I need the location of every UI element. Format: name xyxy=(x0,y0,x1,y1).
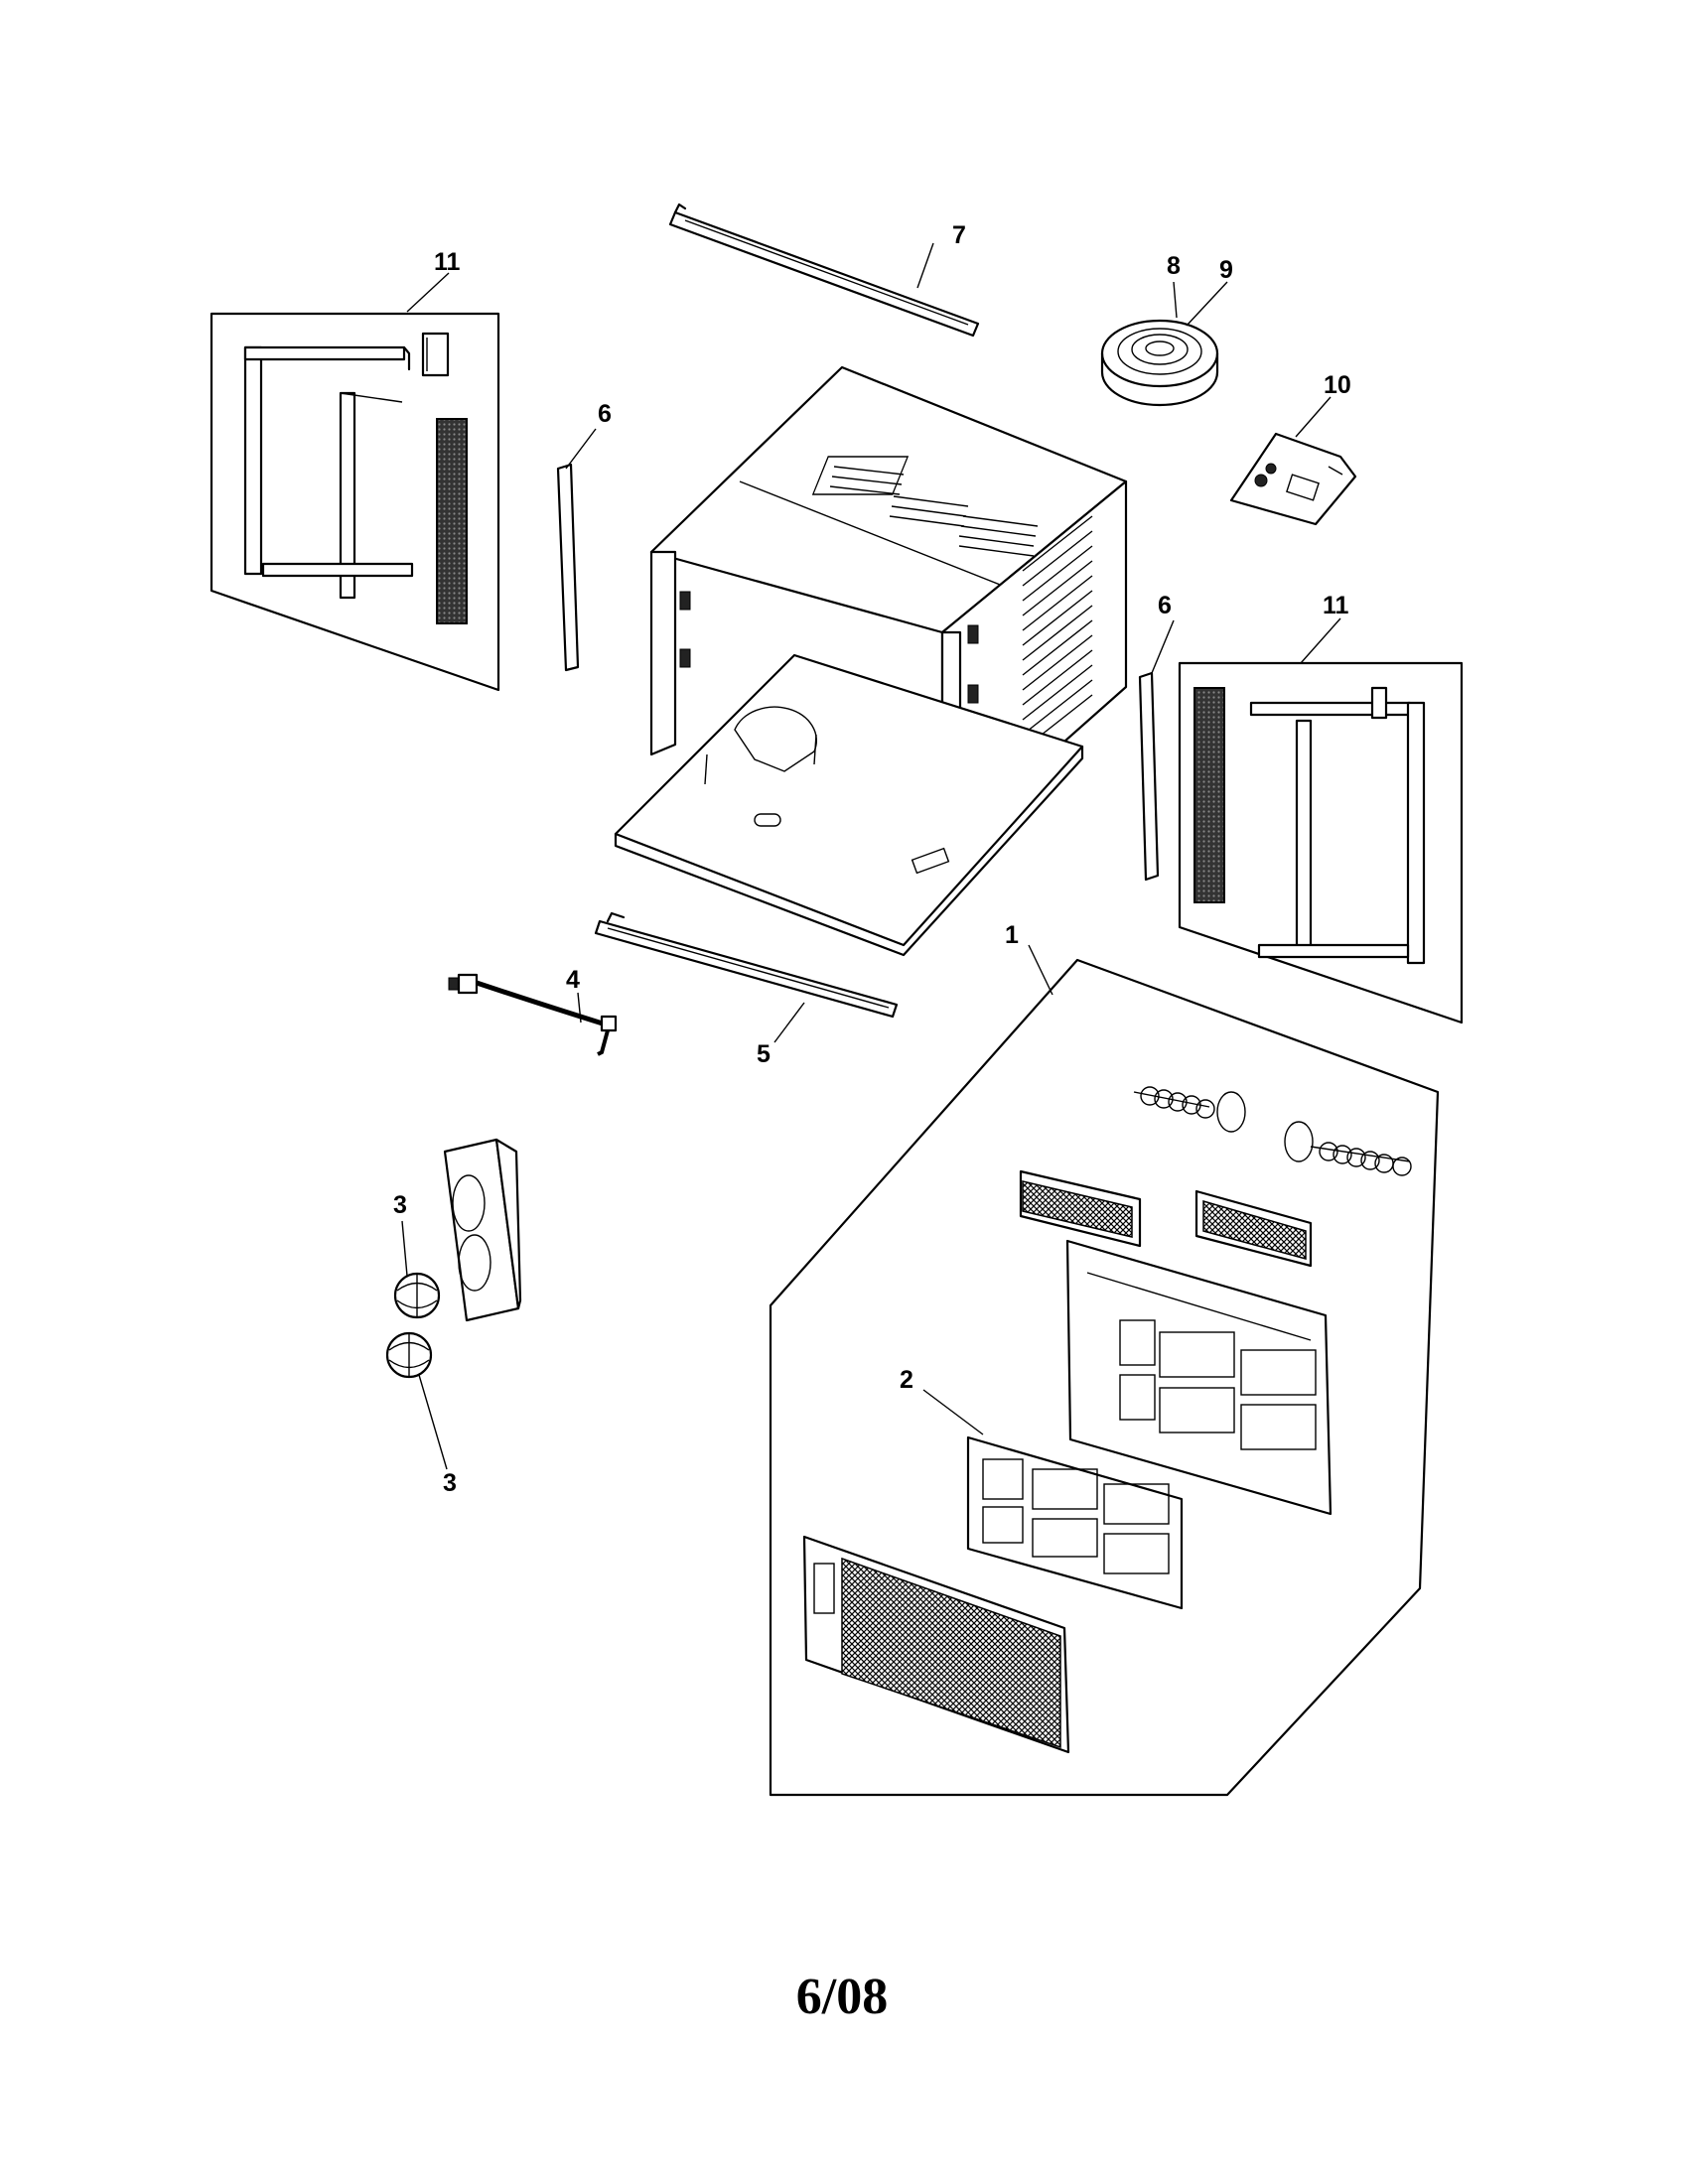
callout-5: 5 xyxy=(757,1040,771,1068)
callout-7: 7 xyxy=(952,221,966,249)
hardware-bag-10 xyxy=(1229,432,1357,526)
callout-3-lower: 3 xyxy=(443,1469,457,1497)
callout-10: 10 xyxy=(1324,371,1351,399)
callout-11-right: 11 xyxy=(1323,592,1349,619)
callout-1: 1 xyxy=(1005,921,1019,949)
side-seal-strip-left xyxy=(556,463,580,672)
side-seal-strip-right xyxy=(1138,671,1160,882)
callout-6-left: 6 xyxy=(598,400,612,428)
seal-roll-8-9 xyxy=(1100,319,1219,407)
bottom-rail-5 xyxy=(594,911,899,1019)
callout-9: 9 xyxy=(1219,256,1233,284)
callout-3-upper: 3 xyxy=(393,1191,407,1219)
callout-2: 2 xyxy=(900,1366,913,1394)
window-panel-kit-right xyxy=(1178,661,1464,1024)
footer-date-code: 6/08 xyxy=(795,1969,889,2025)
leader-lines xyxy=(401,242,1341,1470)
callout-4: 4 xyxy=(566,966,580,994)
callout-6-right: 6 xyxy=(1158,592,1172,619)
control-panel-and-knobs-3 xyxy=(385,1138,522,1379)
top-rail-7 xyxy=(668,203,980,338)
power-cord-4 xyxy=(448,973,618,1056)
cabinet xyxy=(614,365,1128,957)
callout-8: 8 xyxy=(1167,252,1181,280)
air-filter-2 xyxy=(966,1435,1184,1610)
front-grille-assembly-1 xyxy=(769,958,1440,1797)
callout-11-left: 11 xyxy=(434,248,461,276)
window-panel-kit-left xyxy=(210,312,500,692)
